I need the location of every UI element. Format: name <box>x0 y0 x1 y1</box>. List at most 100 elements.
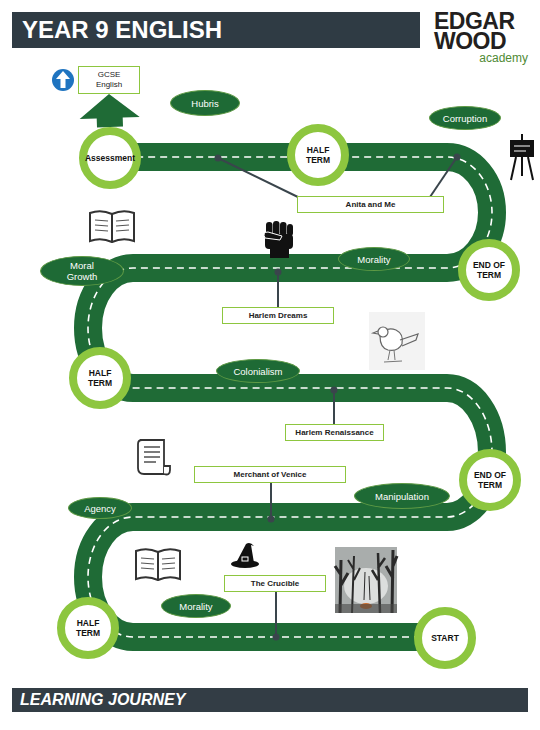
easel-icon <box>510 134 534 180</box>
title-bar: YEAR 9 ENGLISH <box>12 12 420 48</box>
board-line <box>514 146 530 147</box>
node-text: Anita and Me <box>346 200 396 210</box>
theme-oval: Manipulation <box>354 483 450 509</box>
node-text: Harlem Dreams <box>249 311 308 321</box>
node-text: Moral Growth <box>63 260 101 282</box>
milestone-circle: END OF TERM <box>458 239 520 301</box>
bird-sketch <box>369 312 425 370</box>
caption: LEARNING JOURNEY <box>12 691 185 709</box>
scroll-line <box>144 456 160 457</box>
leader-dot <box>216 156 221 161</box>
icon-arrow <box>56 71 70 88</box>
bird-tail <box>400 334 418 346</box>
picture-back <box>335 547 397 613</box>
text-box: Harlem Renaissance <box>285 424 384 441</box>
trees <box>335 550 397 613</box>
bird-head <box>378 327 388 337</box>
node-text: GCSE English <box>93 70 125 90</box>
bird-legs <box>384 350 402 362</box>
arrow-shape <box>80 94 140 127</box>
node-text: The Crucible <box>251 579 299 589</box>
logo-subtitle: academy <box>440 52 528 65</box>
fist-icon <box>264 221 293 258</box>
scroll-line <box>144 451 160 452</box>
theme-oval: Morality <box>161 594 231 618</box>
wrist <box>270 248 289 258</box>
node-text: Merchant of Venice <box>234 470 307 480</box>
node-text: END OF TERM <box>466 260 512 280</box>
node-text: END OF TERM <box>467 470 513 490</box>
node-text: Corruption <box>443 113 487 124</box>
leader-dot <box>276 270 281 275</box>
node-text: Manipulation <box>375 491 429 502</box>
node-text: Colonialism <box>233 366 282 377</box>
leader-lines <box>216 155 460 640</box>
scroll-line <box>144 446 160 447</box>
leader-line <box>430 157 457 197</box>
icon-disc <box>52 69 74 91</box>
theme-oval: Moral Growth <box>40 256 124 286</box>
node-text: Agency <box>84 503 116 514</box>
book-icon <box>136 549 180 580</box>
leader-line <box>270 483 272 519</box>
leader-dot <box>332 388 337 393</box>
book-icon <box>90 211 134 242</box>
milestone-circle: Assessment <box>79 127 141 189</box>
leader-line <box>275 592 277 637</box>
theme-oval: Colonialism <box>216 359 300 383</box>
scroll-curl <box>164 466 170 475</box>
milestone-circle: HALF TERM <box>287 124 349 186</box>
logo-name: EDGAR WOOD <box>434 11 530 51</box>
scroll-line <box>144 461 156 462</box>
leader-line <box>333 390 335 424</box>
witch-hat-icon <box>231 543 259 568</box>
text-box: Merchant of Venice <box>194 466 346 483</box>
node-text: Assessment <box>85 153 135 163</box>
text-box: The Crucible <box>224 575 326 592</box>
up-icon <box>52 69 74 91</box>
milestone-circle: HALF TERM <box>57 597 119 659</box>
node-text: Morality <box>357 254 390 265</box>
node-text: Hubris <box>191 98 218 109</box>
sketch-back <box>369 312 425 370</box>
theme-oval: Hubris <box>170 90 240 116</box>
forest-picture <box>335 547 397 613</box>
easel-leg <box>528 157 533 180</box>
scroll-icon <box>138 440 170 475</box>
easel-top <box>521 134 523 141</box>
road <box>88 157 492 637</box>
leader-dot <box>269 517 274 522</box>
leader-line <box>277 272 279 307</box>
hat-buckle <box>242 557 248 561</box>
theme-oval: Agency <box>68 497 132 519</box>
scroll-sheet <box>138 440 164 474</box>
milestone-circle: HALF TERM <box>69 347 131 409</box>
text-box: Harlem Dreams <box>222 307 334 324</box>
theme-oval: Corruption <box>429 106 501 130</box>
bird-beak <box>373 331 378 334</box>
tree <box>386 550 397 613</box>
milestone-circle: START <box>414 607 476 669</box>
milestone-circle: END OF TERM <box>459 449 521 511</box>
tree <box>364 572 370 600</box>
easel-leg <box>521 157 523 176</box>
node-text: HALF TERM <box>77 368 123 388</box>
finger <box>280 222 287 236</box>
mist <box>344 568 388 604</box>
text-box: Anita and Me <box>297 196 444 213</box>
leader-dot <box>274 635 279 640</box>
node-text: Harlem Renaissance <box>295 428 373 438</box>
road-centre-line <box>88 157 492 637</box>
title: YEAR 9 ENGLISH <box>12 16 222 44</box>
theme-oval: Morality <box>338 247 410 271</box>
ground <box>335 604 397 613</box>
thumb <box>264 232 282 240</box>
goal-box: GCSE English <box>78 66 140 94</box>
node-text: Morality <box>179 601 212 612</box>
easel-leg <box>511 157 516 180</box>
node-text: START <box>431 633 459 643</box>
board-line <box>514 151 526 152</box>
leader-dot <box>455 155 460 160</box>
easel-board <box>510 140 534 157</box>
